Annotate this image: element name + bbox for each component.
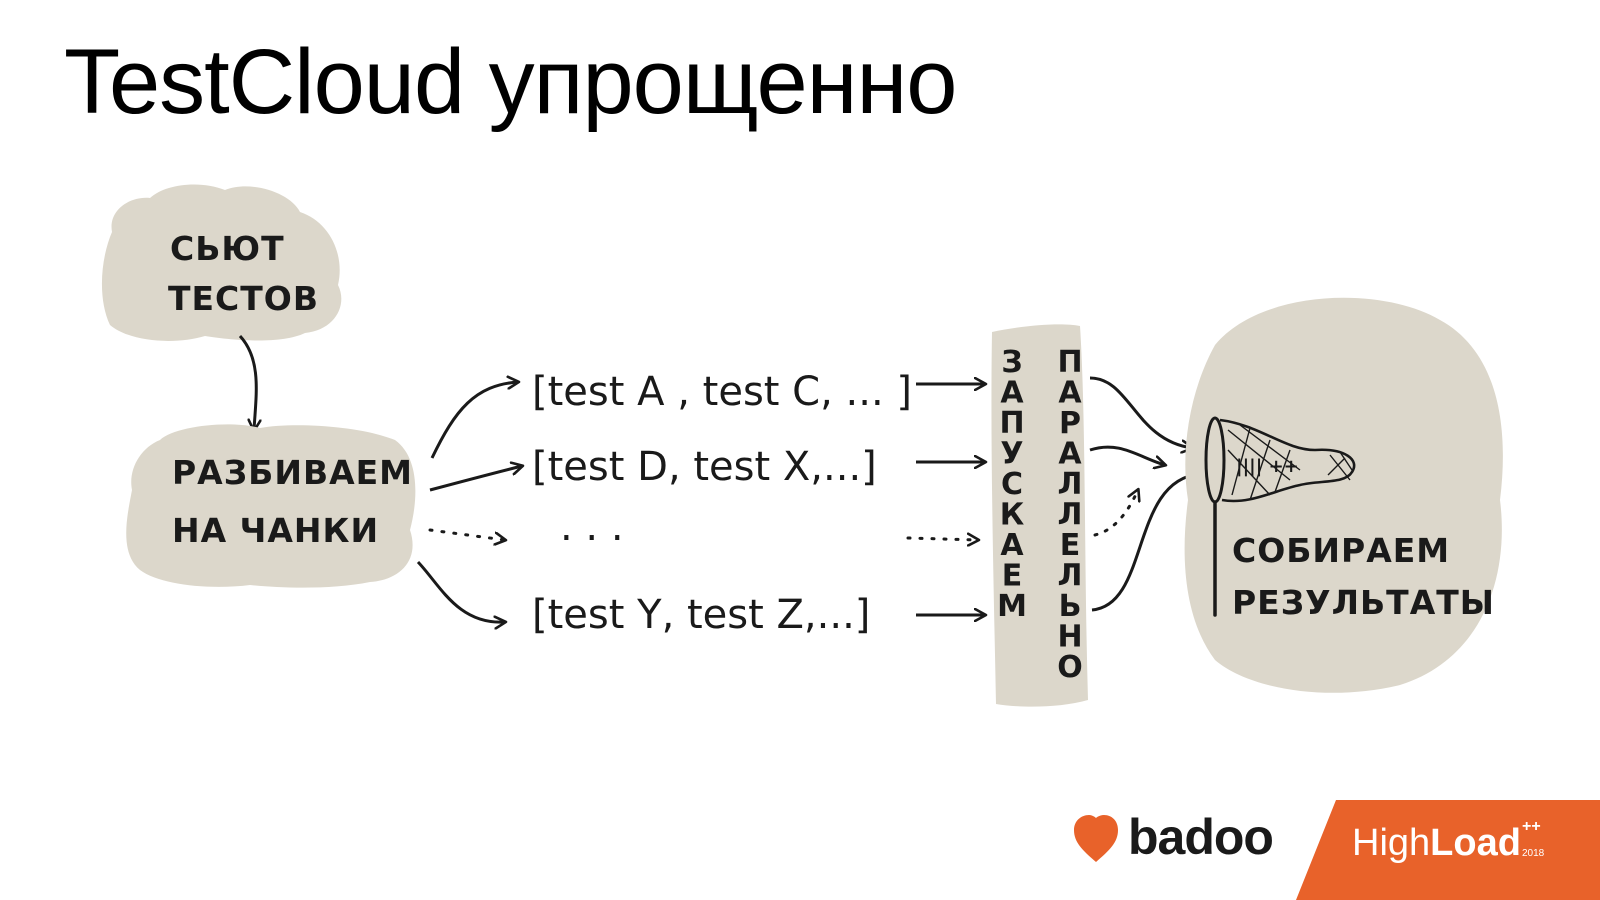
launch_col2-letter: Л — [1058, 467, 1083, 502]
split-label-line2: НА ЧАНКИ — [172, 511, 379, 550]
net-tally-marks: |||| ++ — [1236, 456, 1299, 477]
launch_col2-letter: П — [1057, 345, 1082, 380]
launch_col1-letter: П — [999, 406, 1024, 441]
badoo-logo-text: badoo — [1128, 809, 1274, 865]
chunk-list-4: [test Y, test Z,...] — [532, 592, 870, 638]
suite-label-line1: СЬЮТ — [170, 229, 285, 268]
suite-label-line2: ТЕСТОВ — [168, 279, 319, 318]
badoo-heart-icon — [1074, 815, 1118, 862]
launch_col2-letter: Е — [1060, 528, 1081, 563]
highload-logo-text: HighLoad — [1352, 822, 1521, 865]
launch_col1-letter: У — [1000, 437, 1023, 472]
slide-title: TestCloud упрощенно — [64, 31, 957, 133]
highload-banner — [1296, 800, 1600, 900]
butterfly-net-icon: |||| ++ — [1204, 416, 1356, 617]
launch_col1-letter: М — [997, 589, 1027, 624]
arrow-suite-to-split — [238, 334, 256, 430]
collect-label-line2: РЕЗУЛЬТАТЫ — [1232, 583, 1495, 622]
launch-parallel-bar — [991, 324, 1088, 707]
arrow-to-chunk-1 — [430, 382, 518, 459]
arrow-launch-to-results-2 — [1089, 445, 1165, 465]
launch_col1-letter: Е — [1002, 559, 1023, 594]
launch_col2-letter: О — [1057, 650, 1083, 685]
arrow-launch-to-results-4 — [1091, 474, 1200, 612]
highload-bold: Load — [1430, 822, 1521, 864]
chunk-list-1: [test A , test C, ... ] — [532, 369, 912, 415]
arrow-launch-to-results-dots — [1093, 490, 1138, 537]
collect-label-line1: СОБИРАЕМ — [1232, 531, 1450, 570]
suite-cloud — [101, 184, 342, 341]
highload-light: High — [1352, 822, 1431, 864]
launch_col2-letter: Н — [1057, 620, 1082, 655]
launch_col1-letter: А — [1000, 528, 1024, 563]
launch_col2-letter: Ь — [1059, 589, 1082, 624]
arrow-to-chunk-4 — [416, 560, 505, 622]
launch_col1-letter: З — [1001, 345, 1022, 380]
chunk-list-2: [test D, test X,...] — [532, 444, 877, 490]
arrow-to-chunk-2 — [429, 466, 522, 492]
launch_col2-letter: Р — [1059, 406, 1081, 441]
split-label-line1: РАЗБИВАЕМ — [172, 453, 413, 492]
highload-year: 2018 — [1522, 848, 1545, 859]
launch_col2-letter: А — [1058, 376, 1082, 411]
arrow-dots-to-launch — [906, 538, 978, 540]
results-cloud — [1184, 297, 1503, 693]
launch_col1-letter: К — [1000, 498, 1025, 533]
split-cloud — [126, 424, 416, 588]
highload-plus: ++ — [1522, 818, 1541, 835]
arrow-launch-to-results-1 — [1089, 376, 1192, 448]
launch_col2-letter: А — [1058, 437, 1082, 472]
launch_col2-letter: Л — [1058, 498, 1083, 533]
launch_col1-letter: С — [1001, 467, 1023, 502]
launch_col1-letter: А — [1000, 376, 1024, 411]
arrow-to-chunk-dots — [428, 528, 505, 540]
chunk-list-ellipsis: . . . — [560, 504, 624, 550]
launch_col2-letter: Л — [1058, 559, 1083, 594]
